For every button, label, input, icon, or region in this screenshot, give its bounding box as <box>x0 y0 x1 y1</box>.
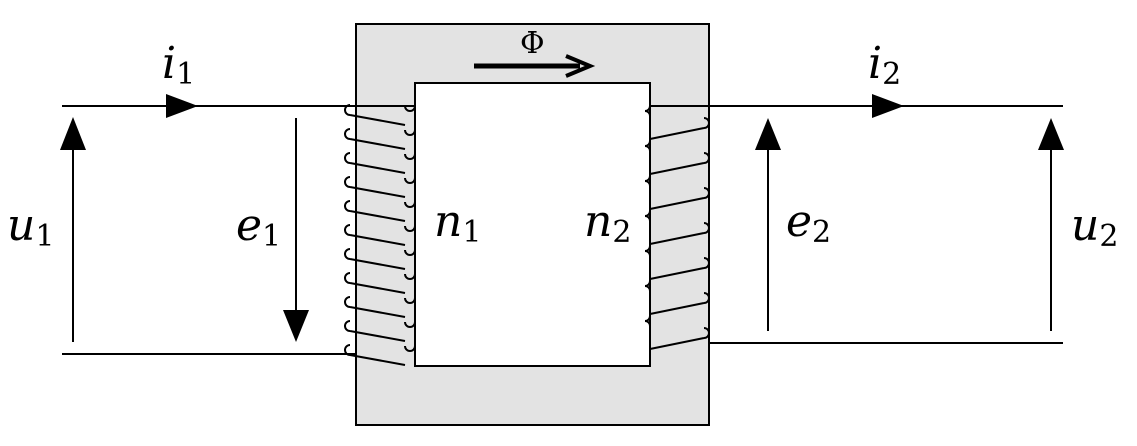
label-e2: e2 <box>786 196 831 250</box>
label-u2: u2 <box>1071 200 1118 254</box>
primary-coil-turn <box>343 296 416 318</box>
label-i1-sub: 1 <box>176 57 195 92</box>
secondary-coil <box>644 105 711 350</box>
flux-arrowhead <box>565 54 596 78</box>
core-window <box>414 82 651 367</box>
label-e1-sub: 1 <box>262 219 281 254</box>
primary-coil <box>343 104 416 366</box>
e1-arrowhead <box>283 310 309 342</box>
secondary-coil-turn <box>644 210 711 245</box>
label-n1-main: n <box>434 196 462 247</box>
label-i1-main: i <box>162 38 176 89</box>
label-n1: n1 <box>434 196 481 250</box>
u1-arrowhead <box>60 117 86 150</box>
flux-label: Φ <box>520 26 545 61</box>
primary-coil-turn <box>343 176 416 198</box>
label-i2-main: i <box>868 38 882 89</box>
primary-coil-turn <box>343 104 416 126</box>
primary-coil-turn <box>343 344 416 366</box>
label-n1-sub: 1 <box>462 215 481 250</box>
primary-coil-turn <box>343 224 416 246</box>
u2-arrowhead <box>1038 118 1064 150</box>
e2-arrowhead <box>755 118 781 150</box>
label-e1: e1 <box>236 200 281 254</box>
primary-coil-turn <box>343 320 416 342</box>
label-e2-sub: 2 <box>812 215 831 250</box>
primary-coil-turn <box>343 200 416 222</box>
primary-coil-turn <box>343 248 416 270</box>
label-e2-main: e <box>786 196 812 247</box>
primary-coil-turn <box>343 272 416 294</box>
primary-coil-turn <box>343 152 416 174</box>
label-u1: u1 <box>7 200 54 254</box>
label-n2-sub: 2 <box>612 215 631 250</box>
label-u2-sub: 2 <box>1099 219 1118 254</box>
secondary-coil-turn <box>644 105 711 140</box>
secondary-coil-turn <box>644 245 711 280</box>
label-e1-main: e <box>236 200 262 251</box>
secondary-coil-turn <box>644 140 711 175</box>
secondary-coil-turn <box>644 315 711 350</box>
secondary-current-arrow <box>872 94 904 118</box>
label-i2: i2 <box>868 38 901 92</box>
primary-coil-turn <box>343 128 416 150</box>
secondary-coil-turn <box>644 175 711 210</box>
secondary-coil-turn <box>644 280 711 315</box>
label-u1-main: u <box>7 200 35 251</box>
label-n2: n2 <box>584 196 631 250</box>
label-u1-sub: 1 <box>35 219 54 254</box>
label-i2-sub: 2 <box>882 57 901 92</box>
primary-current-arrow <box>166 94 198 118</box>
label-n2-main: n <box>584 196 612 247</box>
label-i1: i1 <box>162 38 195 92</box>
label-u2-main: u <box>1071 200 1099 251</box>
